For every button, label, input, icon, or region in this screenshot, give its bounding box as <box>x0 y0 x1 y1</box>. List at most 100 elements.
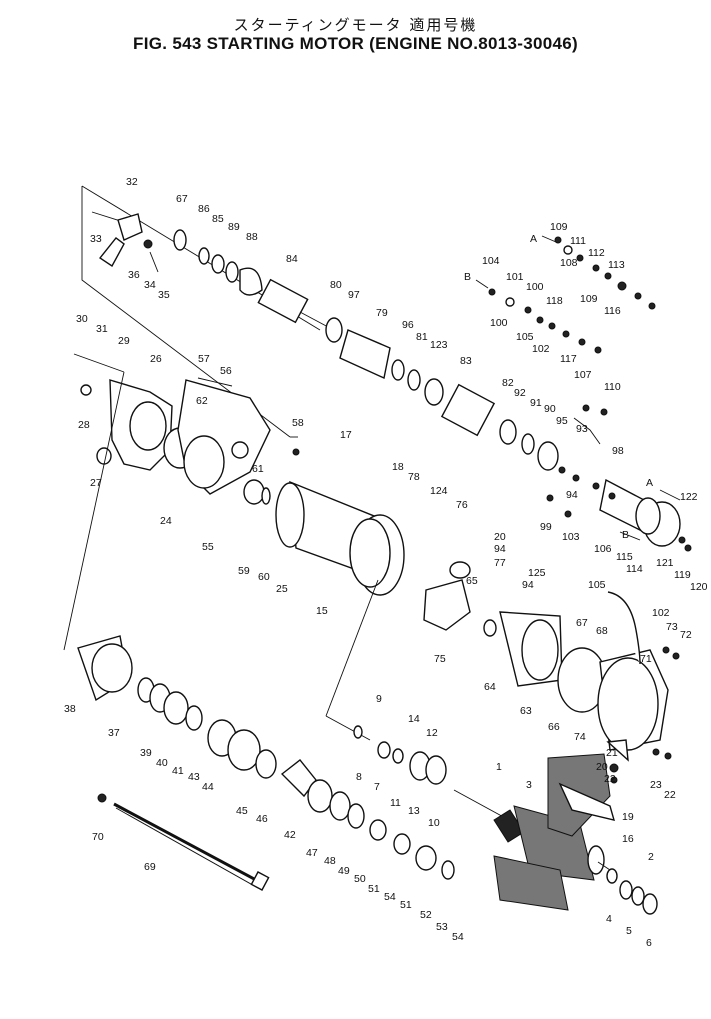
callout-79: 79 <box>376 307 388 319</box>
callout-20b: 20 <box>596 761 608 773</box>
callout-116: 116 <box>604 305 621 317</box>
callout-22b: 22 <box>604 773 616 785</box>
diagram-title-japanese: スターティングモータ 適用号機 <box>233 16 478 34</box>
callout-92: 92 <box>514 387 526 399</box>
callout-90: 90 <box>544 403 556 415</box>
callout-50: 50 <box>354 873 366 885</box>
callout-71: 71 <box>640 653 652 665</box>
callout-84: 84 <box>286 253 298 265</box>
callout-118: 118 <box>546 295 563 307</box>
callout-30: 30 <box>76 313 88 325</box>
callout-43: 43 <box>188 771 200 783</box>
callout-44: 44 <box>202 781 214 793</box>
solenoid-components <box>173 229 681 547</box>
callout-35: 35 <box>158 289 170 301</box>
callout-101: 101 <box>506 271 524 283</box>
callout-124: 124 <box>430 485 448 497</box>
callout-18: 18 <box>392 461 404 473</box>
callout-82: 82 <box>502 377 514 389</box>
marker-A-right: A <box>646 477 653 489</box>
callout-102b: 102 <box>652 607 670 619</box>
callout-89: 89 <box>228 221 240 233</box>
callout-56: 56 <box>220 365 232 377</box>
callout-33: 33 <box>90 233 102 245</box>
callout-72: 72 <box>680 629 692 641</box>
callout-22a: 22 <box>664 789 676 801</box>
callout-121: 121 <box>656 557 674 569</box>
callout-105a: 105 <box>516 331 534 343</box>
callout-66: 66 <box>548 721 560 733</box>
callout-102a: 102 <box>532 343 550 355</box>
yoke-and-end-frame <box>275 480 680 756</box>
callout-13: 13 <box>408 805 420 817</box>
callout-110: 110 <box>604 381 621 393</box>
callout-38: 38 <box>64 703 76 715</box>
callout-73: 73 <box>666 621 678 633</box>
callout-114: 114 <box>626 563 643 575</box>
callout-109a: 109 <box>550 221 568 233</box>
callout-25: 25 <box>276 583 288 595</box>
callout-47: 47 <box>306 847 318 859</box>
callout-12: 12 <box>426 727 438 739</box>
callout-54a: 54 <box>384 891 396 903</box>
callout-53: 53 <box>436 921 448 933</box>
callout-23: 23 <box>650 779 662 791</box>
callout-85: 85 <box>212 213 224 225</box>
callout-103: 103 <box>562 531 580 543</box>
callout-28: 28 <box>78 419 90 431</box>
callout-45: 45 <box>236 805 248 817</box>
drive-housing <box>73 353 300 505</box>
callout-93: 93 <box>576 423 588 435</box>
detail-marker-arrows <box>475 235 681 541</box>
callout-32: 32 <box>126 176 138 188</box>
callout-111: 111 <box>570 235 586 247</box>
callout-105b: 105 <box>588 579 606 591</box>
callout-94a: 94 <box>566 489 578 501</box>
callout-94c: 94 <box>522 579 534 591</box>
callout-75: 75 <box>434 653 446 665</box>
callout-81: 81 <box>416 331 428 343</box>
callout-120: 120 <box>690 581 708 593</box>
callout-67a: 67 <box>176 193 188 205</box>
callout-64: 64 <box>484 681 496 693</box>
callout-1: 1 <box>496 761 502 773</box>
callout-57: 57 <box>198 353 210 365</box>
callout-40: 40 <box>156 757 168 769</box>
callout-42: 42 <box>284 829 296 841</box>
callout-41: 41 <box>172 765 184 777</box>
callout-122: 122 <box>680 491 698 503</box>
callout-31: 31 <box>96 323 108 335</box>
callout-97: 97 <box>348 289 360 301</box>
callout-24: 24 <box>160 515 172 527</box>
callout-34: 34 <box>144 279 156 291</box>
callout-107: 107 <box>574 369 592 381</box>
callout-108a: 108 <box>560 257 578 269</box>
callout-96: 96 <box>402 319 414 331</box>
callout-100b: 100 <box>490 317 508 329</box>
callout-4: 4 <box>606 913 612 925</box>
callout-99: 99 <box>540 521 552 533</box>
callout-9: 9 <box>376 693 382 705</box>
callout-104: 104 <box>482 255 500 267</box>
callout-20a: 20 <box>494 531 506 543</box>
callout-2: 2 <box>648 851 654 863</box>
callout-68: 68 <box>596 625 608 637</box>
callout-54b: 54 <box>452 931 464 943</box>
callout-83: 83 <box>460 355 472 367</box>
callout-11: 11 <box>390 797 401 809</box>
callout-109b: 109 <box>580 293 598 305</box>
callout-76: 76 <box>456 499 468 511</box>
callout-63: 63 <box>520 705 532 717</box>
callout-52: 52 <box>420 909 432 921</box>
callout-113: 113 <box>608 259 625 271</box>
callout-3: 3 <box>526 779 532 791</box>
callout-123: 123 <box>430 339 448 351</box>
callout-70: 70 <box>92 831 104 843</box>
gear-train <box>63 371 455 880</box>
callout-106: 106 <box>594 543 612 555</box>
diagram-title: FIG. 543 STARTING MOTOR (ENGINE NO.8013-… <box>133 34 578 53</box>
callout-86: 86 <box>198 203 210 215</box>
shift-lever-group <box>91 211 159 273</box>
callout-8: 8 <box>356 771 362 783</box>
callout-16: 16 <box>622 833 634 845</box>
